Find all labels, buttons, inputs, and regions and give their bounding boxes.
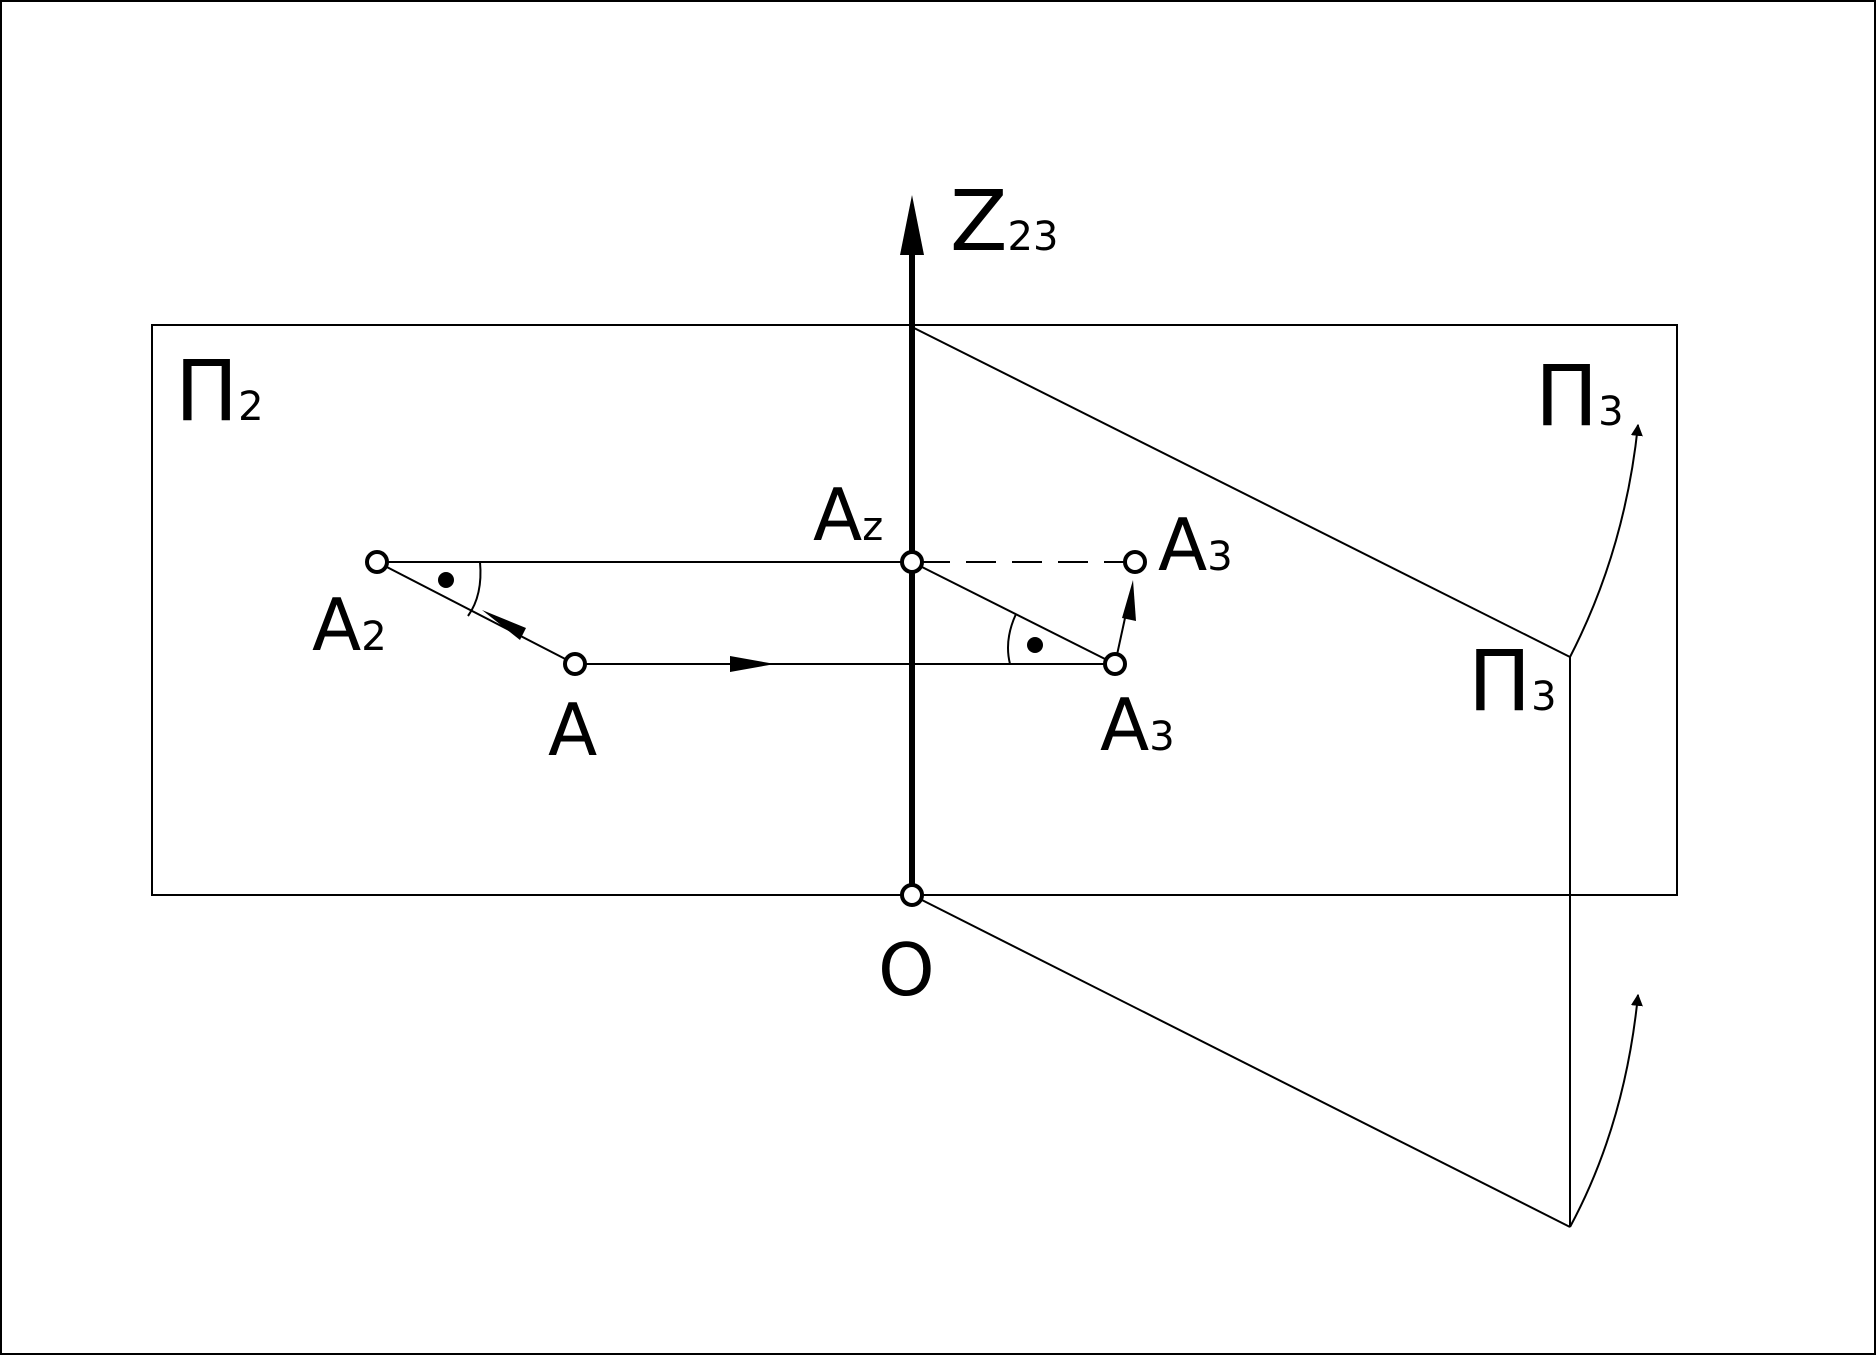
z-axis-arrowhead: [900, 195, 924, 255]
label-point-az: Az: [813, 473, 883, 557]
label-z-axis: Z23: [950, 172, 1058, 270]
angle-arc-right: [1007, 613, 1017, 665]
point-a3-upper-marker: [1123, 550, 1147, 574]
angle-dot-left: [438, 572, 454, 588]
plane-p3-top-edge: [911, 326, 1571, 658]
angle-arc-left: [467, 561, 482, 617]
label-origin: O: [878, 928, 935, 1012]
plane-p3-bottom-edge: [911, 894, 1571, 1228]
label-plane-p3-mid: Π3: [1468, 632, 1557, 730]
label-plane-p2: Π2: [175, 342, 264, 440]
label-point-a: A: [548, 688, 597, 772]
label-plane-p3-top: Π3: [1535, 347, 1624, 445]
point-a-marker: [563, 652, 587, 676]
point-az-marker: [900, 550, 924, 574]
line-az-a3: [911, 561, 1116, 665]
label-point-a3-upper: A3: [1158, 503, 1233, 587]
point-a3-lower-marker: [1103, 652, 1127, 676]
origin-marker: [900, 883, 924, 907]
arrow-a-to-a2: [482, 610, 526, 640]
label-point-a3-lower: A3: [1100, 683, 1175, 767]
line-a2-a: [376, 561, 576, 665]
rotation-arc-upper: [1569, 423, 1643, 658]
arrow-a3-rotation: [1122, 580, 1136, 621]
point-a2-marker: [365, 550, 389, 574]
arrow-a-to-a3: [730, 656, 775, 672]
rotation-arc-lower: [1569, 993, 1643, 1228]
label-point-a2: A2: [312, 583, 387, 667]
angle-dot-right: [1027, 637, 1043, 653]
